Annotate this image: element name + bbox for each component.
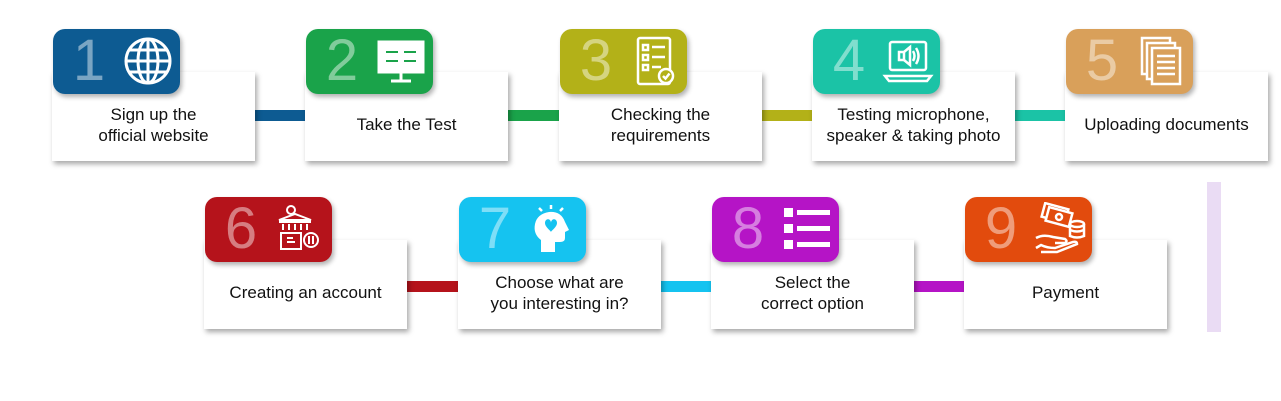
step-5-label: Uploading documents	[1084, 115, 1249, 134]
connector-4-5	[1014, 110, 1068, 121]
connector-8-9	[913, 281, 967, 292]
step-1-header: 1	[53, 28, 180, 94]
hand-money-icon	[1033, 202, 1087, 256]
step-7-header: 7	[459, 196, 586, 262]
connector-7-8	[660, 281, 714, 292]
step-4-number: 4	[832, 28, 866, 93]
step-9-number: 9	[984, 196, 1018, 261]
head-heart-icon	[527, 202, 581, 256]
step-4-header: 4	[813, 28, 940, 94]
step-8-header: 8	[712, 196, 839, 262]
step-6-label: Creating an account	[229, 283, 382, 302]
step-7-label: Choose what are you interesting in?	[490, 272, 629, 313]
step-6-number: 6	[224, 196, 258, 261]
connector-1-2	[254, 110, 308, 121]
bank-account-icon	[273, 202, 327, 256]
step-8-label: Select the correct option	[761, 272, 864, 313]
step-6-header: 6	[205, 196, 332, 262]
step-2-header: 2	[306, 28, 433, 94]
laptop-speaker-icon	[881, 34, 935, 88]
step-3-label: Checking the requirements	[610, 104, 711, 145]
documents-icon	[1134, 34, 1188, 88]
step-9-label: Payment	[1031, 283, 1100, 302]
list-icon	[780, 202, 834, 256]
step-7-card: Choose what are you interesting in?	[458, 240, 661, 329]
step-1-label: Sign up the official website	[98, 104, 209, 145]
step-3-number: 3	[579, 28, 613, 93]
connector-3-4	[761, 110, 815, 121]
step-4-label: Testing microphone, speaker & taking pho…	[826, 104, 1001, 145]
step-1-number: 1	[72, 28, 106, 93]
connector-2-3	[508, 110, 562, 121]
step-2-label: Take the Test	[356, 115, 457, 134]
step-3-header: 3	[560, 28, 687, 94]
step-2-number: 2	[325, 28, 359, 93]
checklist-icon	[628, 34, 682, 88]
step-9-header: 9	[965, 196, 1092, 262]
monitor-icon	[374, 34, 428, 88]
globe-icon	[121, 34, 175, 88]
connector-6-7	[406, 281, 462, 292]
step-8-number: 8	[731, 196, 765, 261]
step-5-number: 5	[1085, 28, 1119, 93]
step-5-header: 5	[1066, 28, 1193, 94]
decorative-side-bar	[1207, 182, 1221, 332]
step-7-number: 7	[478, 196, 512, 261]
